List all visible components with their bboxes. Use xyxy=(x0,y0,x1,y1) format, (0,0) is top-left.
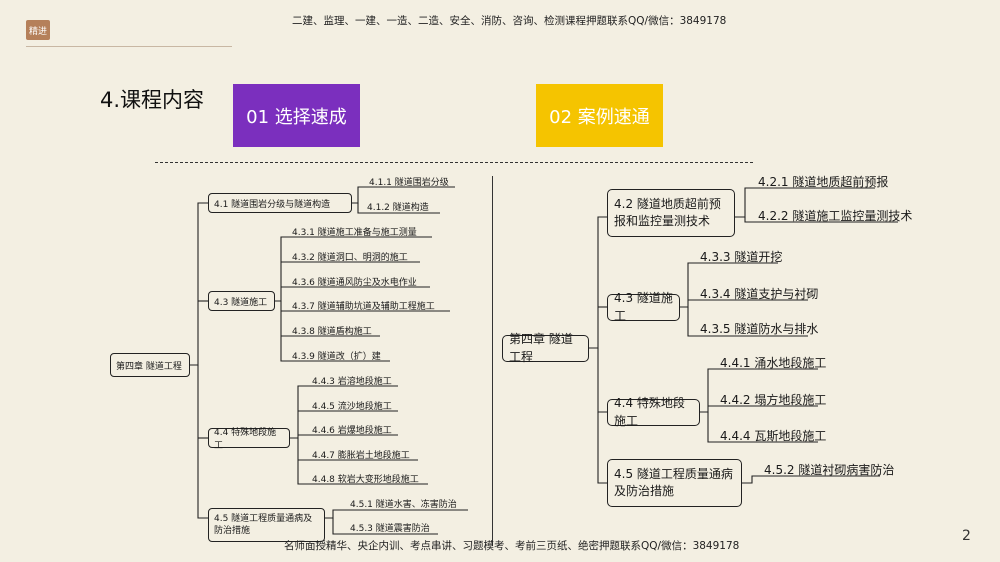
left-branch-4-5: 4.5 隧道工程质量通病及防治措施 xyxy=(208,508,325,542)
left-leaf-4-1-2: 4.1.2 隧道构造 xyxy=(367,203,429,213)
header-rule xyxy=(26,46,232,47)
left-branch-4-3: 4.3 隧道施工 xyxy=(208,291,275,311)
left-leaf-4-3-2: 4.3.2 隧道洞口、明洞的施工 xyxy=(292,253,408,263)
right-branch-4-3: 4.3 隧道施工 xyxy=(607,291,680,323)
right-branch-4-2: 4.2 隧道地质超前预报和监控量测技术 xyxy=(607,189,735,237)
left-leaf-4-3-8: 4.3.8 隧道盾构施工 xyxy=(292,327,372,337)
left-branch-4-4: 4.4 特殊地段施工 xyxy=(208,428,290,451)
left-leaf-4-3-6: 4.3.6 隧道通风防尘及水电作业 xyxy=(292,278,417,288)
right-leaf-4-2-1: 4.2.1 隧道地质超前预报 xyxy=(758,175,889,189)
left-leaf-4-5-1: 4.5.1 隧道水害、冻害防治 xyxy=(350,500,457,510)
section-title: 4.课程内容 xyxy=(100,88,205,112)
left-leaf-4-4-8: 4.4.8 软岩大变形地段施工 xyxy=(312,475,419,485)
right-leaf-4-3-4: 4.3.4 隧道支护与衬砌 xyxy=(700,287,819,301)
left-leaf-4-4-3: 4.4.3 岩溶地段施工 xyxy=(312,377,392,387)
right-leaf-4-4-1: 4.4.1 涌水地段施工 xyxy=(720,356,827,370)
left-leaf-4-4-6: 4.4.6 岩爆地段施工 xyxy=(312,426,392,436)
left-branch-4-1: 4.1 隧道围岩分级与隧道构造 xyxy=(208,193,352,213)
right-branch-4-5: 4.5 隧道工程质量通病及防治措施 xyxy=(607,459,742,507)
right-branch-4-4: 4.4 特殊地段施工 xyxy=(607,396,700,428)
left-leaf-4-3-7: 4.3.7 隧道辅助坑道及辅助工程施工 xyxy=(292,302,435,312)
right-leaf-4-4-2: 4.4.2 塌方地段施工 xyxy=(720,393,827,407)
banner-top: 二建、监理、一建、一造、二造、安全、消防、咨询、检测课程押题联系QQ/微信：38… xyxy=(292,15,727,27)
page-number: 2 xyxy=(962,528,971,544)
vertical-divider xyxy=(492,176,493,546)
left-leaf-4-5-3: 4.5.3 隧道震害防治 xyxy=(350,524,430,534)
right-leaf-4-3-3: 4.3.3 隧道开挖 xyxy=(700,250,783,264)
left-leaf-4-3-1: 4.3.1 隧道施工准备与施工测量 xyxy=(292,228,417,238)
left-leaf-4-1-1: 4.1.1 隧道围岩分级 xyxy=(369,178,449,188)
left-leaf-4-3-9: 4.3.9 隧道改（扩）建 xyxy=(292,352,381,362)
right-leaf-4-2-2: 4.2.2 隧道施工监控量测技术 xyxy=(758,209,913,223)
right-leaf-4-5-2: 4.5.2 隧道衬砌病害防治 xyxy=(764,463,895,477)
right-root-node: 第四章 隧道工程 xyxy=(502,332,589,364)
right-leaf-4-4-4: 4.4.4 瓦斯地段施工 xyxy=(720,429,827,443)
right-leaf-4-3-5: 4.3.5 隧道防水与排水 xyxy=(700,322,819,336)
left-root-node: 第四章 隧道工程 xyxy=(110,353,190,377)
banner-bottom: 名师面授精华、央企内训、考点串讲、习题模考、考前三页纸、绝密押题联系QQ/微信：… xyxy=(284,540,740,552)
tab-case-speed[interactable]: 02 案例速通 xyxy=(536,84,663,147)
left-leaf-4-4-7: 4.4.7 膨胀岩土地段施工 xyxy=(312,451,410,461)
dashed-divider xyxy=(155,162,753,163)
logo-badge: 精进 xyxy=(26,20,50,40)
tab-select-speed[interactable]: 01 选择速成 xyxy=(233,84,360,147)
left-leaf-4-4-5: 4.4.5 流沙地段施工 xyxy=(312,402,392,412)
